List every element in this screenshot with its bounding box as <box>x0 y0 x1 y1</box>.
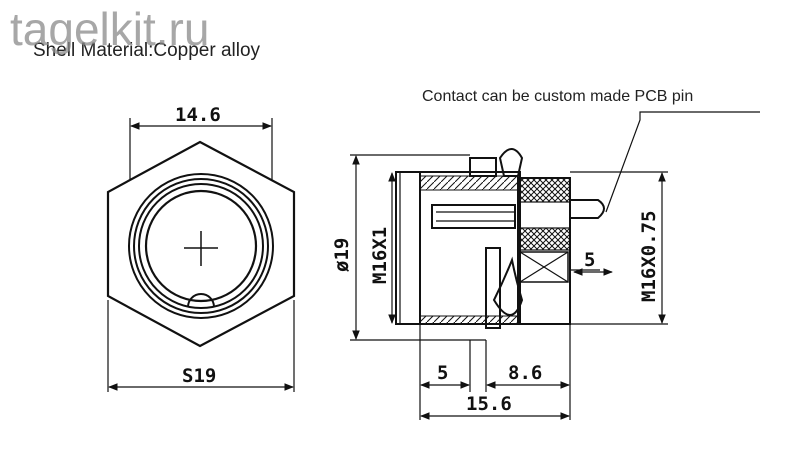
dim-thread-left: M16X1 <box>369 227 391 284</box>
front-view: 14.6 S19 <box>106 104 296 392</box>
latch-top <box>498 148 524 177</box>
flange-hatch-bottom <box>419 315 521 325</box>
dim-bottom-total: 15.6 <box>466 393 512 415</box>
ring-2 <box>133 178 269 314</box>
dim-thread-right: M16X0.75 <box>638 210 660 302</box>
dim-front-width: 14.6 <box>175 104 221 126</box>
insert-body <box>517 177 571 325</box>
flange <box>419 171 521 325</box>
insert-hatch-bottom <box>517 227 571 251</box>
x-line <box>519 251 569 283</box>
inner-ring <box>144 189 258 303</box>
flange-hatch-top <box>419 175 521 191</box>
insert-hatch-top <box>517 177 571 203</box>
contact-pin <box>431 204 516 229</box>
insert-x-box <box>519 251 569 283</box>
latch-bottom <box>492 256 524 316</box>
outer-ring <box>128 173 274 319</box>
material-label: Shell Material:Copper alloy <box>33 40 261 61</box>
dim-diameter: ø19 <box>331 238 353 272</box>
pcb-pin-tail <box>570 199 605 219</box>
dim-small: 5 <box>584 249 595 271</box>
callout-leader <box>605 111 760 213</box>
dim-bottom-mid: 8.6 <box>508 362 542 384</box>
dim-front-hex: S19 <box>182 365 216 387</box>
watermark-text: tagelkit.ru <box>10 3 210 55</box>
side-view: ø19 M16X1 M16X0.75 5 5 8.6 <box>331 111 760 420</box>
hex-outline <box>106 140 296 348</box>
ring-3 <box>138 183 264 309</box>
key-notch <box>187 293 215 308</box>
callout-note: Contact can be custom made PCB pin <box>422 88 694 105</box>
dim-bottom-left: 5 <box>437 362 448 384</box>
lug-top <box>469 157 497 177</box>
